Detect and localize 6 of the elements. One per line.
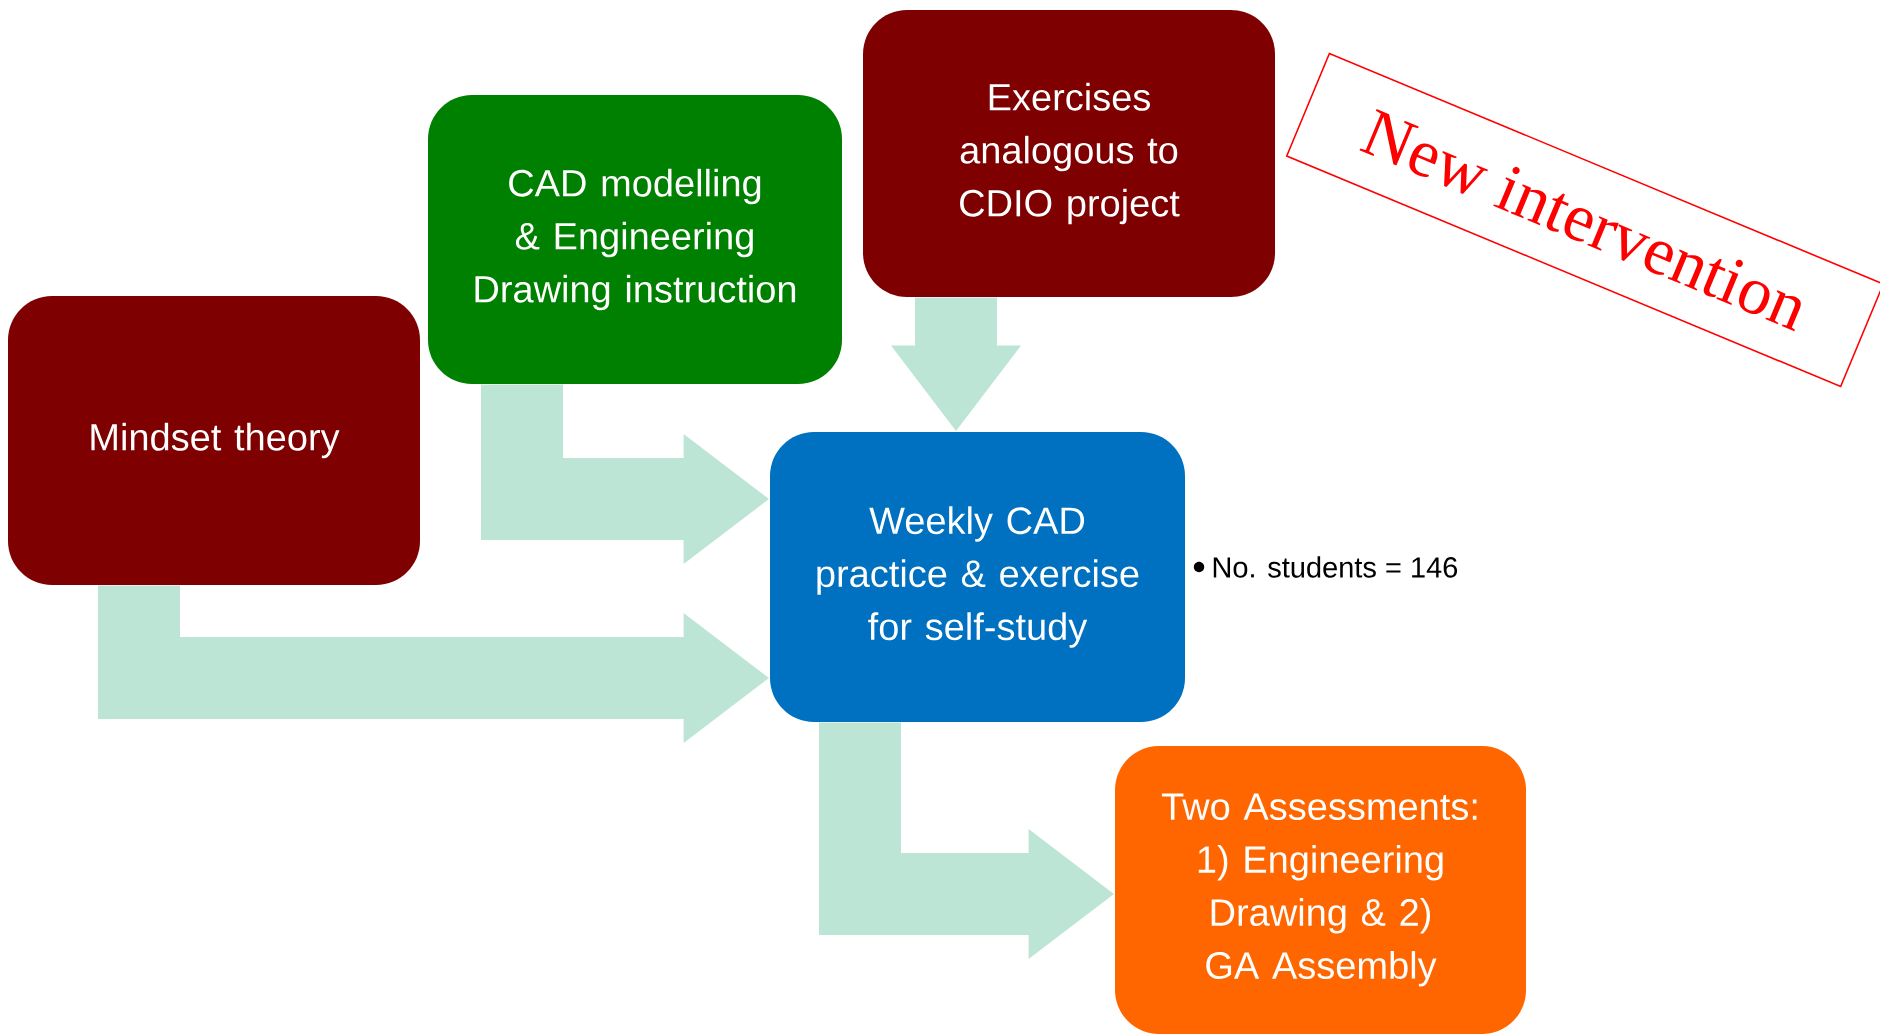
process-box: Two Assessments: 1) Engineering Drawing & 2) GA Assembly <box>1115 746 1526 1034</box>
process-box: Weekly CAD practice & exercise for self-study <box>770 432 1185 722</box>
note-text: No. students = 146 <box>1213 556 1458 578</box>
process-box: Mindset theory <box>8 296 420 585</box>
process-box: Exercises analogous to CDIO project <box>863 10 1275 297</box>
process-box: CAD modelling & Engineering Drawing instruction <box>428 95 842 384</box>
